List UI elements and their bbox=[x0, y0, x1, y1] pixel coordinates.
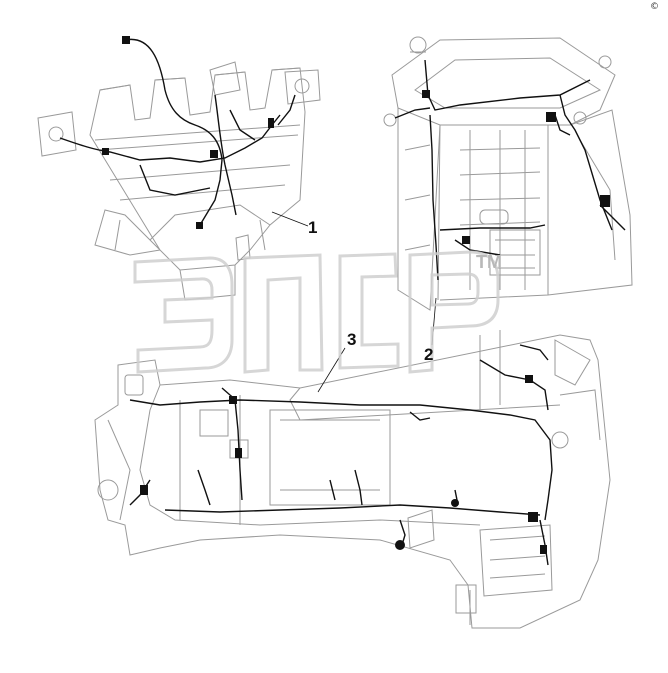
copyright-mark: © bbox=[650, 2, 659, 12]
cab-drawing bbox=[383, 36, 633, 311]
callout-2: 2 bbox=[424, 345, 434, 364]
watermark-tm: TM bbox=[476, 252, 502, 272]
wiring-harnesses bbox=[59, 38, 626, 566]
watermark bbox=[133, 250, 500, 374]
callout-1: 1 bbox=[308, 218, 318, 237]
chassis-drawing bbox=[94, 330, 611, 629]
callout-3: 3 bbox=[347, 330, 357, 349]
loader-frame-drawing bbox=[37, 61, 321, 301]
connectors bbox=[102, 36, 610, 554]
